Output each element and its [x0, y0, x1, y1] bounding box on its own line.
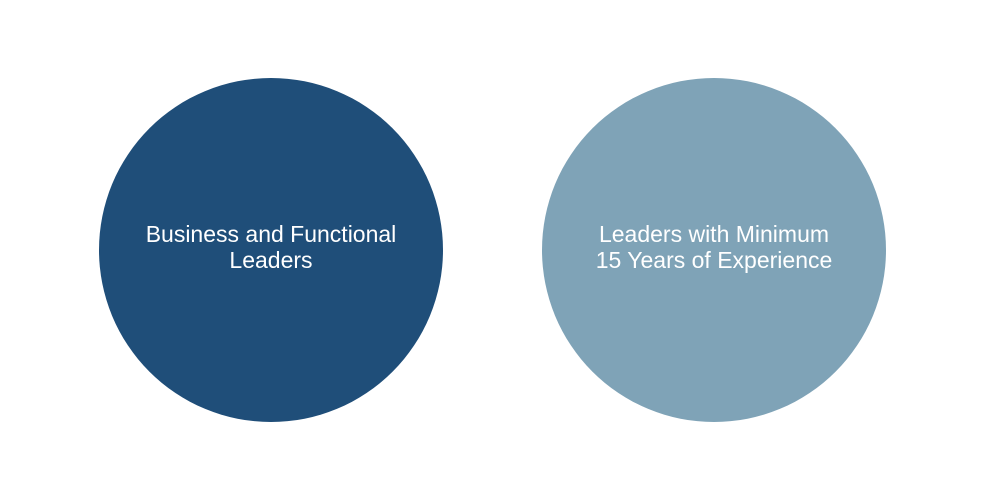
label-line: Leaders — [229, 247, 313, 273]
label-line: Business and Functional — [145, 221, 397, 247]
label-line: 15 Years of Experience — [595, 247, 833, 273]
circle-business-functional-leaders: Business and Functional Leaders — [99, 78, 443, 422]
label-line: Leaders with Minimum — [598, 221, 830, 247]
circle-experienced-leaders: Leaders with Minimum 15 Years of Experie… — [542, 78, 886, 422]
circle-label: Leaders with Minimum 15 Years of Experie… — [596, 221, 833, 273]
circle-label: Business and Functional Leaders — [146, 221, 397, 273]
